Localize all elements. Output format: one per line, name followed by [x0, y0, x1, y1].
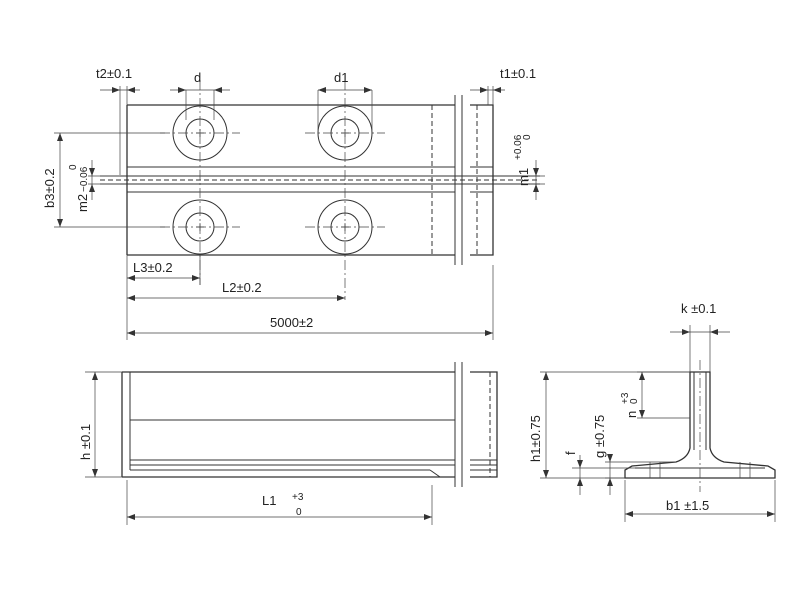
dim-n-base: n	[624, 411, 639, 418]
dim-f-label: f	[563, 451, 578, 455]
dim-n-upper: +3	[620, 392, 631, 404]
dim-t2-label: t2±0.1	[96, 66, 132, 81]
dim-L2-lines	[126, 285, 345, 305]
dim-m1-base: m1	[516, 168, 531, 186]
arrowheads	[57, 87, 775, 520]
front-outline-left	[121, 371, 455, 478]
section-profile	[624, 371, 776, 479]
dim-m1-upper: +0.06	[513, 134, 524, 160]
dim-k-lines	[670, 325, 730, 372]
dim-g-lines	[605, 455, 676, 495]
hole-centerlines-h	[160, 132, 385, 228]
dim-b1-label: b1 ±1.5	[666, 498, 709, 513]
dim-m1-lines	[530, 160, 545, 200]
dim-total-label: 5000±2	[270, 315, 313, 330]
dim-t1-label: t1±0.1	[500, 66, 536, 81]
dim-n-lines	[637, 371, 690, 419]
front-lines-right	[470, 459, 497, 471]
dim-g-label: g ±0.75	[592, 415, 607, 458]
section-web-inner	[693, 372, 707, 450]
top-view: d d1 t2±0.1 t1±0.1 b3±0.2 m2 0 −0.06 m1 …	[42, 66, 545, 340]
dim-n-lower: 0	[629, 398, 640, 404]
top-view-outline-right	[470, 104, 494, 256]
dim-total-lines	[126, 265, 494, 340]
dim-d1-lines	[317, 89, 373, 130]
hole-centerlines-v	[199, 80, 346, 300]
front-view: h ±0.1 L1 +3 0	[78, 362, 498, 525]
break-mark-front	[454, 362, 463, 487]
dim-d1-label: d1	[334, 70, 348, 85]
dim-m2-lines	[88, 160, 120, 200]
dim-L1-lines	[126, 480, 433, 525]
dim-k-label: k ±0.1	[681, 301, 716, 316]
dim-m1-lower: 0	[522, 134, 533, 140]
front-outline-right	[470, 371, 498, 478]
section-flange-ticks	[649, 462, 751, 478]
dim-m2-upper: 0	[68, 164, 79, 170]
dim-b3-lines	[54, 132, 165, 228]
dim-h-label: h ±0.1	[78, 424, 93, 460]
dim-m2-base: m2	[75, 194, 90, 212]
dim-L3-lines	[126, 255, 201, 285]
dim-L1-upper: +3	[292, 492, 304, 503]
dim-h1-label: h1±0.75	[528, 415, 543, 462]
front-chamfer	[429, 469, 441, 478]
dim-m2-lower: −0.06	[79, 166, 90, 192]
dim-t2-lines	[100, 86, 140, 175]
dim-L2-label: L2±0.2	[222, 280, 262, 295]
dim-h-lines	[85, 371, 122, 478]
section-view: k ±0.1 h1±0.75 n +3 0 g ±0.75 f b1 ±1.5	[528, 301, 776, 522]
dim-d-label: d	[194, 70, 201, 85]
dim-L1-base: L1	[262, 493, 276, 508]
dim-L1-lower: 0	[296, 507, 302, 518]
dim-b3-label: b3±0.2	[42, 168, 57, 208]
dim-L3-label: L3±0.2	[133, 260, 173, 275]
break-mark-top	[454, 95, 463, 265]
dim-b1-lines	[624, 480, 776, 522]
